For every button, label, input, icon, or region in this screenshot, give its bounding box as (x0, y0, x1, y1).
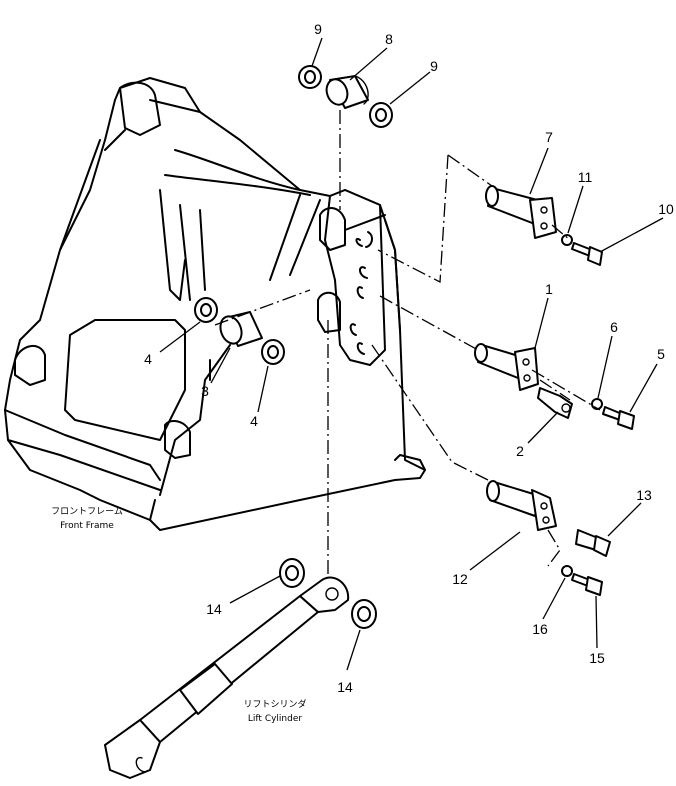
front-frame-label-en: Front Frame (60, 521, 114, 531)
assembly-lines (214, 110, 601, 575)
lift-cylinder (104, 576, 350, 779)
part-labels: フロントフレーム Front Frame リフトシリンダ Lift Cylind… (51, 506, 306, 724)
callout-13: 13 (636, 487, 652, 503)
bushing-part-8 (325, 75, 369, 109)
callout-9-top: 9 (314, 21, 322, 37)
callout-numbers: 9 8 9 7 11 10 1 6 5 2 4 3 4 13 12 16 15 … (144, 21, 674, 695)
pin-part-1 (474, 343, 539, 391)
callout-5: 5 (657, 346, 665, 362)
callout-11: 11 (578, 169, 593, 185)
lift-cylinder-label-en: Lift Cylinder (248, 714, 302, 724)
callout-7: 7 (545, 129, 553, 145)
callout-15: 15 (589, 650, 605, 666)
washer-part-16 (561, 565, 573, 577)
callout-2: 2 (516, 443, 524, 459)
callout-6: 6 (610, 319, 618, 335)
callout-14-right: 14 (337, 679, 353, 695)
spacer-part-14-left (279, 558, 305, 588)
seal-part-4-right (261, 339, 285, 365)
callout-10: 10 (658, 201, 674, 217)
callout-3: 3 (201, 383, 209, 399)
spacer-part-14-right (351, 599, 377, 629)
bolt-part-15 (571, 573, 603, 596)
callout-4-right: 4 (250, 413, 258, 429)
seal-part-9-top (298, 65, 322, 89)
lift-cylinder-label-jp: リフトシリンダ (243, 698, 306, 710)
callout-1: 1 (545, 281, 553, 297)
callout-8: 8 (385, 31, 393, 47)
callout-14-left: 14 (206, 601, 222, 617)
callout-4-left: 4 (144, 351, 152, 367)
bolt-part-10 (571, 242, 603, 266)
leader-lines (159, 37, 664, 671)
grease-fitting-part-13 (575, 529, 611, 557)
front-frame-label-jp: フロントフレーム (51, 506, 123, 517)
callout-12: 12 (452, 571, 468, 587)
seal-part-9-right (369, 102, 393, 128)
seal-part-4-left (194, 297, 218, 323)
grease-fitting-part-2 (537, 387, 573, 419)
washer-part-11 (561, 234, 573, 246)
callout-9-right: 9 (430, 58, 438, 74)
bushing-part-3 (219, 311, 263, 347)
callout-16: 16 (532, 621, 548, 637)
pin-part-12 (486, 480, 557, 531)
bolt-part-5 (602, 406, 635, 430)
pin-part-7 (485, 185, 557, 239)
